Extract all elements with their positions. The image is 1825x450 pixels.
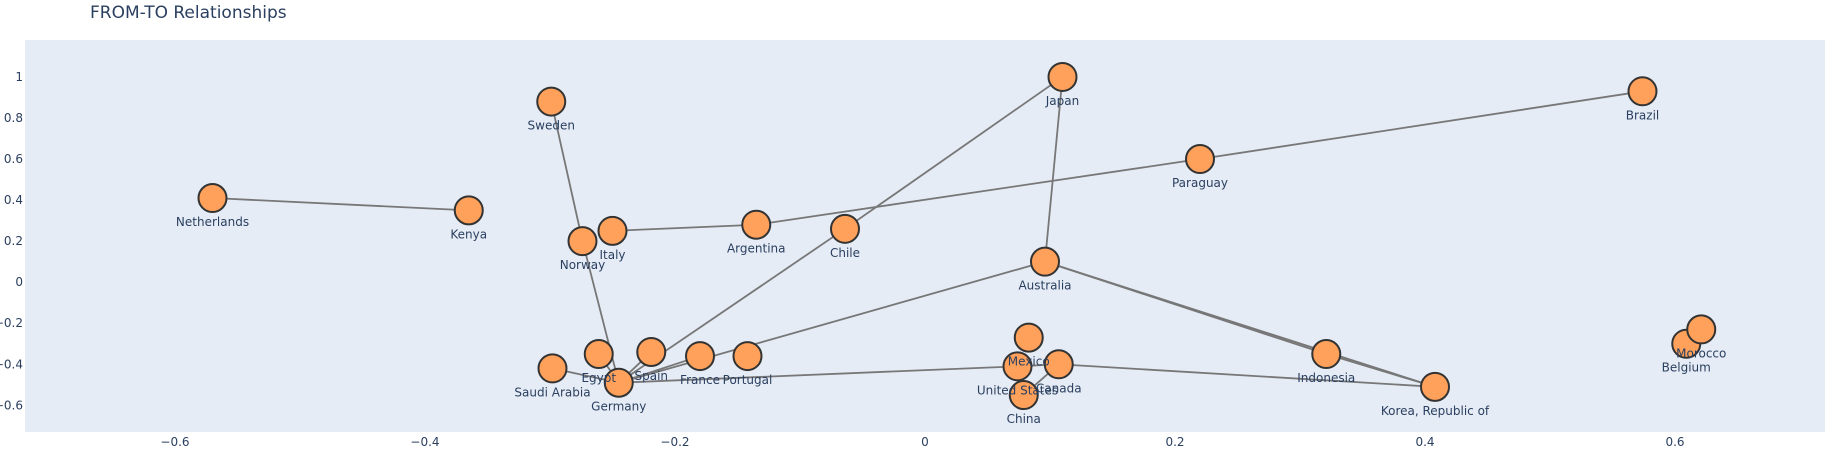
node-label-portugal: Portugal [723,373,773,387]
y-tick-label: −0.2 [0,316,23,330]
node-label-canada: Canada [1036,381,1082,395]
node-argentina[interactable] [741,209,772,240]
node-label-brazil: Brazil [1626,108,1660,122]
node-portugal[interactable] [732,341,763,372]
node-label-paraguay: Paraguay [1172,176,1228,190]
node-label-china: China [1007,412,1041,426]
edge-netherlands-to-kenya [212,197,469,212]
plot-area [25,40,1825,432]
node-label-morocco: Morocco [1676,346,1726,360]
node-chile[interactable] [830,213,860,244]
y-tick-label: 1 [15,70,23,84]
node-canada[interactable] [1043,349,1074,380]
edge-germany-to-united-states [618,365,1018,384]
node-label-norway: Norway [560,258,606,272]
node-egypt[interactable] [583,339,614,370]
x-tick-label: −0.4 [410,435,439,449]
x-tick-label: −0.6 [160,435,189,449]
node-label-korea-republic-of: Korea, Republic of [1381,404,1490,418]
node-label-france: France [680,373,720,387]
node-label-spain: Spain [634,369,668,383]
x-axis-ticks: −0.6 −0.4 −0.2 0 0.2 0.4 0.6 [160,435,1684,449]
node-label-chile: Chile [830,246,860,260]
node-label-australia: Australia [1018,279,1071,293]
node-label-mexico: Mexico [1008,355,1050,369]
node-korea-republic-of[interactable] [1420,371,1450,402]
edge-japan-to-chile [844,76,1064,230]
node-saudi-arabia[interactable] [537,353,568,384]
edge-sweden-to-norway [550,101,584,242]
x-tick-label: 0.2 [1165,435,1184,449]
node-label-italy: Italy [599,248,625,262]
y-tick-label: 0.8 [4,111,23,125]
node-brazil[interactable] [1627,76,1658,107]
node-united-states[interactable] [1002,351,1033,382]
node-spain[interactable] [636,336,667,367]
edge-paraguay-to-brazil [1199,90,1643,160]
node-label-united-states: United States [977,383,1058,397]
y-tick-label: 0 [15,275,23,289]
node-label-argentina: Argentina [727,242,786,256]
node-label-germany: Germany [591,400,646,414]
node-indonesia[interactable] [1311,339,1342,370]
x-tick-label: 0.6 [1665,435,1684,449]
x-tick-label: 0.4 [1415,435,1434,449]
node-mexico[interactable] [1013,322,1044,353]
node-label-kenya: Kenya [450,227,487,241]
y-tick-label: 0.4 [4,193,23,207]
node-label-egypt: Egypt [581,371,616,385]
node-label-sweden: Sweden [528,119,575,133]
nodes-layer [197,61,1717,411]
node-netherlands[interactable] [197,183,228,214]
edge-indonesia-to-korea-republic-of [1325,353,1436,388]
node-label-saudi-arabia: Saudi Arabia [514,385,590,399]
node-japan[interactable] [1047,61,1078,92]
x-tick-label: −0.2 [660,435,689,449]
edge-japan-to-australia [1044,76,1064,262]
node-morocco[interactable] [1686,314,1717,345]
node-label-belgium: Belgium [1662,361,1711,375]
edge-canada-to-korea-republic-of [1058,363,1436,388]
node-label-japan: Japan [1045,94,1079,108]
y-tick-label: −0.4 [0,357,23,371]
x-tick-label: 0 [921,435,929,449]
node-france[interactable] [685,341,715,372]
node-china[interactable] [1008,380,1039,411]
node-paraguay[interactable] [1185,144,1215,175]
node-germany[interactable] [603,367,634,398]
y-axis-ticks: −0.6 −0.4 −0.2 0 0.2 0.4 0.6 0.8 1 [0,70,23,412]
node-kenya[interactable] [453,195,484,226]
node-sweden[interactable] [536,86,567,117]
node-norway[interactable] [567,226,598,257]
node-label-netherlands: Netherlands [176,215,249,229]
node-australia[interactable] [1030,246,1060,277]
node-label-indonesia: Indonesia [1297,371,1355,385]
y-tick-label: −0.6 [0,398,23,412]
edge-australia-to-korea-republic-of [1044,260,1436,388]
y-tick-label: 0.6 [4,152,23,166]
node-italy[interactable] [597,215,628,246]
edge-argentina-to-paraguay [756,158,1201,226]
edge-italy-to-argentina [612,223,757,232]
y-tick-label: 0.2 [4,234,23,248]
chart-title: FROM-TO Relationships [90,3,287,23]
